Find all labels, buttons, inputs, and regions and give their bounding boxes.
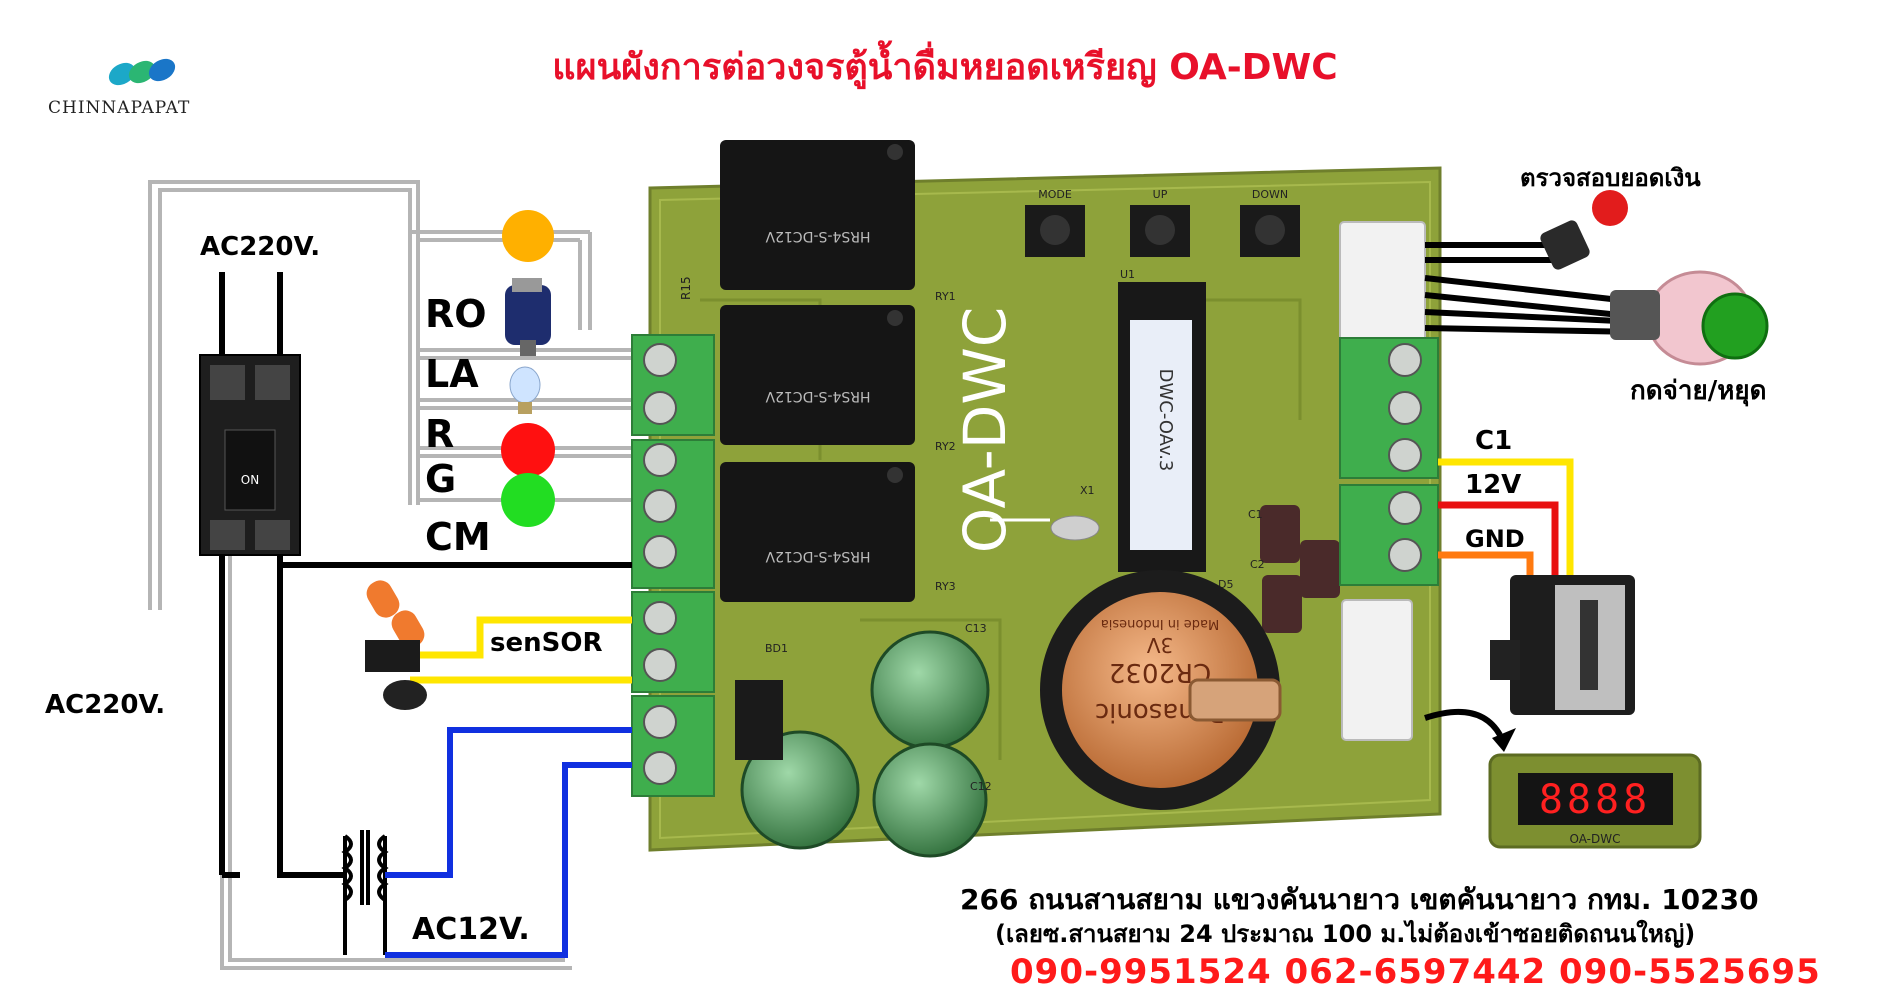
mode-button[interactable]: MODE: [1025, 188, 1085, 257]
label-r: R: [425, 412, 455, 456]
relay-2: HRS4-S-DC12V RY2: [720, 305, 956, 453]
small-capacitors: C1 C2: [1248, 505, 1340, 633]
arrow-icon: [1424, 708, 1503, 737]
label-la: LA: [425, 352, 479, 396]
svg-text:Made in Indonesia: Made in Indonesia: [1101, 616, 1219, 631]
orange-lamp-icon: [502, 210, 554, 262]
float-sensor: [365, 580, 427, 710]
svg-text:BD1: BD1: [765, 642, 788, 655]
coin-acceptor: [1490, 575, 1635, 715]
ro-pump-icon: [505, 278, 551, 356]
terminal-blocks-right: [1339, 337, 1439, 586]
label-press-dispense: กดจ่าย/หยุด: [1630, 376, 1767, 406]
led-display-module: 8888 OA-DWC: [1488, 753, 1702, 849]
ac12-wires: [385, 727, 632, 958]
electrolytic-capacitors: C13 C12 BD1: [735, 622, 992, 858]
display-digits: 8888: [1539, 777, 1651, 823]
down-button[interactable]: DOWN: [1240, 188, 1300, 257]
board-buttons: MODE UP DOWN: [1025, 188, 1300, 257]
label-12v: 12V: [1465, 470, 1522, 500]
phone-numbers: 090-9951524 062-6597442 090-5525695: [1010, 952, 1821, 992]
svg-text:3V: 3V: [1146, 633, 1173, 657]
label-ro: RO: [425, 292, 487, 336]
light-bulb-icon: [509, 366, 541, 414]
address-line-2: (เลยซ.สานสยาม 24 ประมาณ 100 ม.ไม่ต้องเข้…: [995, 920, 1696, 948]
svg-text:C2: C2: [1250, 558, 1265, 571]
label-ac220-top: AC220V.: [200, 232, 321, 262]
brand-name: CHINNAPAPAT: [48, 98, 191, 118]
c1-wire: [1438, 458, 1574, 585]
white-connectors: [1339, 221, 1426, 741]
relays: HRS4-S-DC12V RY1 HRS4-S-DC12V RY2 HRS4-S…: [720, 140, 956, 602]
coin-battery: Panasonic CR2032 3V Made in Indonesia: [1040, 570, 1282, 810]
up-button[interactable]: UP: [1130, 188, 1190, 257]
label-check-balance: ตรวจสอบยอดเงิน: [1520, 164, 1701, 192]
sensor-wires: [410, 616, 632, 684]
terminal-blocks-left: [631, 334, 715, 797]
svg-text:X1: X1: [1080, 484, 1095, 497]
circuit-breaker: ON: [199, 354, 301, 556]
svg-text:HRS4-S-DC12V: HRS4-S-DC12V: [765, 548, 870, 564]
microcontroller-chip: DWC-OAv.3 U1: [1118, 268, 1206, 572]
part-r15: R15: [679, 276, 693, 300]
button-wires: [1424, 242, 1641, 335]
label-ac220-left: AC220V.: [45, 690, 166, 720]
svg-text:RY1: RY1: [935, 290, 956, 303]
relay-3: HRS4-S-DC12V RY3: [720, 462, 956, 602]
relay-1: HRS4-S-DC12V RY1: [720, 140, 956, 303]
svg-text:C12: C12: [970, 780, 992, 793]
breaker-on-label: ON: [241, 473, 259, 487]
green-lamp-icon: [501, 473, 555, 527]
address-line-1: 266 ถนนสานสยาม แขวงคันนายาว เขตคันนายาว …: [960, 883, 1759, 916]
svg-text:RY2: RY2: [935, 440, 956, 453]
svg-text:U1: U1: [1120, 268, 1135, 281]
svg-text:C1: C1: [1248, 508, 1263, 521]
page-title: แผนผังการต่อวงจรตู้น้ำดื่มหยอดเหรียญ OA-…: [552, 47, 1338, 88]
gnd-wire: [1438, 551, 1534, 580]
board-name: OA-DWC: [951, 307, 1019, 553]
svg-text:DOWN: DOWN: [1252, 188, 1288, 201]
chinnapapat-logo: [108, 58, 176, 86]
svg-text:DWC-OAv.3: DWC-OAv.3: [1155, 369, 1176, 472]
svg-text:C13: C13: [965, 622, 987, 635]
svg-text:RY3: RY3: [935, 580, 956, 593]
svg-text:HRS4-S-DC12V: HRS4-S-DC12V: [765, 228, 870, 244]
red-lamp-icon: [501, 423, 555, 477]
label-gnd: GND: [1465, 525, 1525, 553]
crystal: X1: [1050, 484, 1100, 541]
dispense-stop-button-icon: [1610, 270, 1769, 366]
check-balance-button-icon: [1540, 190, 1628, 270]
transformer: [341, 830, 389, 955]
label-ac12: AC12V.: [412, 912, 530, 947]
v12-wire: [1438, 501, 1559, 585]
label-cm: CM: [425, 515, 491, 559]
label-g: G: [425, 457, 457, 501]
label-c1: C1: [1475, 426, 1513, 456]
label-sensor: senSOR: [490, 628, 603, 658]
svg-text:UP: UP: [1153, 188, 1168, 201]
display-brand: OA-DWC: [1570, 832, 1621, 846]
svg-text:MODE: MODE: [1038, 188, 1072, 201]
svg-text:HRS4-S-DC12V: HRS4-S-DC12V: [765, 388, 870, 404]
